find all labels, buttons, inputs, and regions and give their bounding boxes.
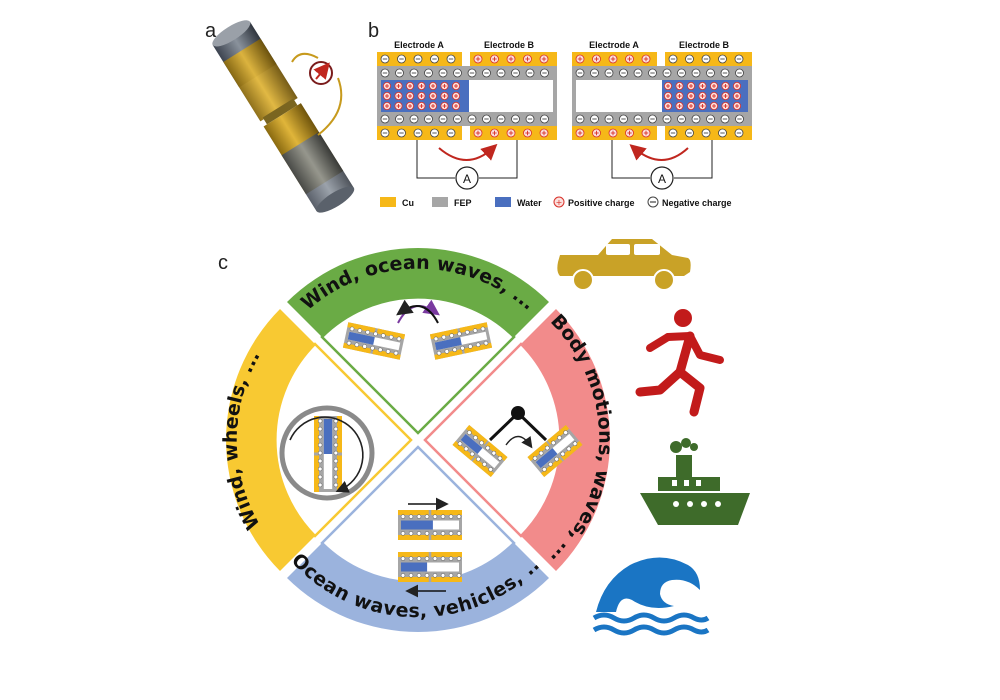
electrode-a-label-left: Electrode A	[394, 40, 444, 50]
legend-negative-charge-icon	[647, 196, 659, 208]
panel-label-c: c	[218, 252, 228, 274]
ring-segment-bottom	[287, 543, 549, 632]
panel-label-a: a	[205, 20, 217, 42]
current-arrow-right	[629, 144, 689, 161]
legend-swatch-water	[495, 197, 511, 207]
mini-tube-top-right	[429, 322, 493, 360]
ring-inner-left	[274, 342, 413, 538]
current-arrow-left	[438, 143, 498, 161]
mini-tube-bottom-bottom	[398, 552, 462, 582]
electrode-b-label-left: Electrode B	[484, 40, 535, 50]
ammeter-label-left: A	[463, 172, 471, 186]
legend-label-positive: Positive charge	[568, 198, 635, 208]
mini-tube-right-left	[452, 424, 508, 478]
svg-text:+: +	[556, 198, 563, 207]
mini-tube-right-right	[527, 424, 583, 478]
legend-swatch-cu	[380, 197, 396, 207]
wave-icon	[592, 557, 710, 636]
device-wire-top	[291, 52, 319, 63]
ammeter-dial-icon	[309, 61, 333, 85]
rotation-motif	[279, 405, 375, 501]
device-wire-bottom	[317, 77, 343, 136]
electrode-b-label-right: Electrode B	[679, 40, 730, 50]
legend-label-negative: Negative charge	[662, 198, 732, 208]
ring-motifs	[314, 322, 583, 582]
ring-segment-left	[226, 309, 315, 571]
ammeter-icon-right	[650, 166, 674, 190]
electrode-a-label-right: Electrode A	[589, 40, 639, 50]
mini-tube-left	[314, 416, 342, 492]
ammeter-icon-left	[455, 166, 479, 190]
legend-label-fep: FEP	[454, 198, 472, 208]
slide-arrows-icon	[405, 497, 449, 598]
ammeter-label-right: A	[658, 172, 666, 186]
mini-tube-top-left	[342, 322, 406, 360]
rocking-arrows-icon	[396, 299, 440, 324]
runner-icon	[635, 309, 724, 417]
device-tube	[212, 20, 355, 213]
panel-label-b: b	[368, 20, 380, 42]
legend-label-water: Water	[517, 198, 542, 208]
legend-positive-charge-icon: +	[553, 196, 565, 208]
mini-tube-bottom-top	[398, 510, 462, 540]
legend-label-cu: Cu	[402, 198, 414, 208]
pendulum-motif	[488, 406, 548, 449]
schematic-left: Electrode A Electrode B A	[377, 40, 557, 190]
schematic-right: Electrode A Electrode B A	[572, 40, 752, 190]
legend: Cu FEP Water + Positive charge Negative …	[380, 196, 732, 208]
ring-segment-top	[287, 248, 549, 337]
car-icon	[557, 239, 691, 291]
ship-icon	[640, 438, 750, 525]
legend-swatch-fep	[432, 197, 448, 207]
